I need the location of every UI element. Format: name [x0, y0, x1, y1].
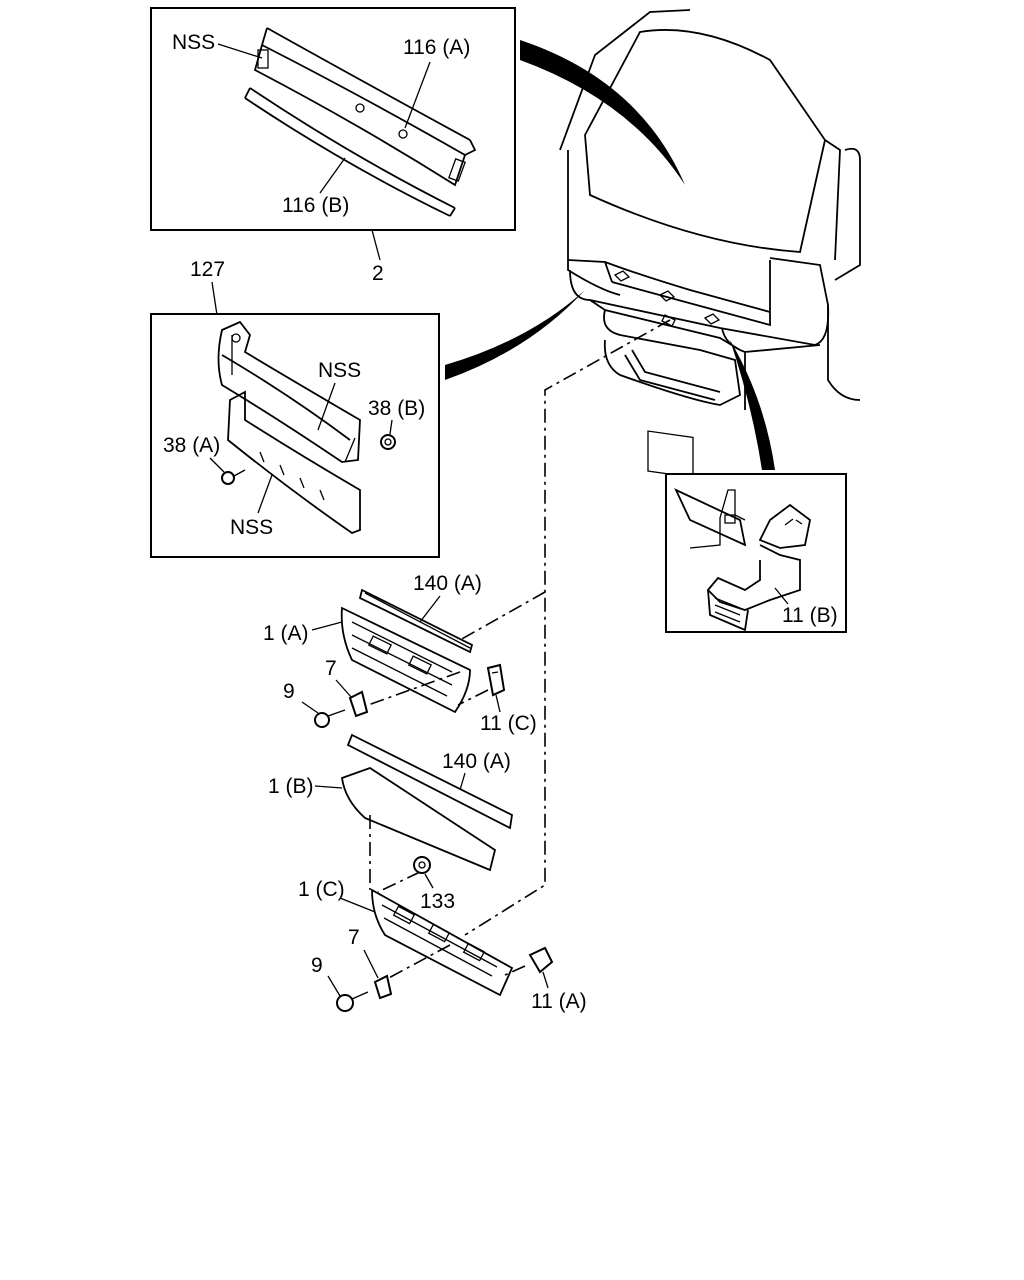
detail-box-116 — [150, 7, 516, 231]
label-38b: 38 (B) — [368, 397, 425, 420]
clip-11c — [486, 663, 506, 697]
label-11c: 11 (C) — [480, 712, 537, 735]
bracket-nss-lower — [227, 390, 361, 535]
label-1c: 1 (C) — [298, 878, 345, 901]
molding-116a — [253, 27, 477, 187]
label-nss-low: NSS — [230, 516, 273, 539]
bolt-133 — [413, 856, 431, 874]
clip-11b-detail — [674, 488, 811, 632]
label-1a: 1 (A) — [263, 622, 309, 645]
bumper-bar-127 — [217, 320, 361, 463]
label-127: 127 — [190, 258, 225, 281]
label-116a: 116 (A) — [403, 36, 470, 59]
label-9-2: 9 — [311, 954, 323, 977]
clip-11a — [528, 946, 554, 974]
clip-38a — [221, 469, 246, 485]
label-140a-1: 140 (A) — [413, 572, 482, 595]
molding-140a-lower — [346, 733, 513, 830]
callout-arrow-2 — [520, 40, 685, 185]
leader-line-main — [464, 319, 671, 936]
grille-1a — [340, 606, 471, 714]
screw-9-upper — [314, 709, 346, 728]
molding-140a-upper — [358, 588, 474, 654]
label-38a: 38 (A) — [163, 434, 220, 457]
vehicle-front-illustration — [559, 9, 861, 479]
callout-arrow-127 — [445, 290, 585, 380]
label-116b: 116 (B) — [282, 194, 349, 217]
molding-116b — [244, 87, 456, 217]
label-nss-top: NSS — [172, 31, 215, 54]
label-140a-2: 140 (A) — [442, 750, 511, 773]
callout-arrow-11b — [730, 340, 775, 470]
nut-7-lower — [373, 974, 393, 1000]
clip-38b — [380, 434, 396, 450]
screw-9-lower — [336, 991, 369, 1012]
label-2: 2 — [372, 262, 384, 285]
label-7-2: 7 — [348, 926, 360, 949]
label-133: 133 — [420, 890, 455, 913]
grille-1c — [371, 888, 514, 997]
label-11b: 11 (B) — [782, 604, 838, 627]
label-9-1: 9 — [283, 680, 295, 703]
label-nss-mid: NSS — [318, 359, 361, 382]
label-1b: 1 (B) — [268, 775, 314, 798]
label-7-1: 7 — [325, 657, 337, 680]
label-11a: 11 (A) — [531, 990, 587, 1013]
nut-7-upper — [348, 690, 369, 718]
panel-1b — [341, 767, 497, 872]
